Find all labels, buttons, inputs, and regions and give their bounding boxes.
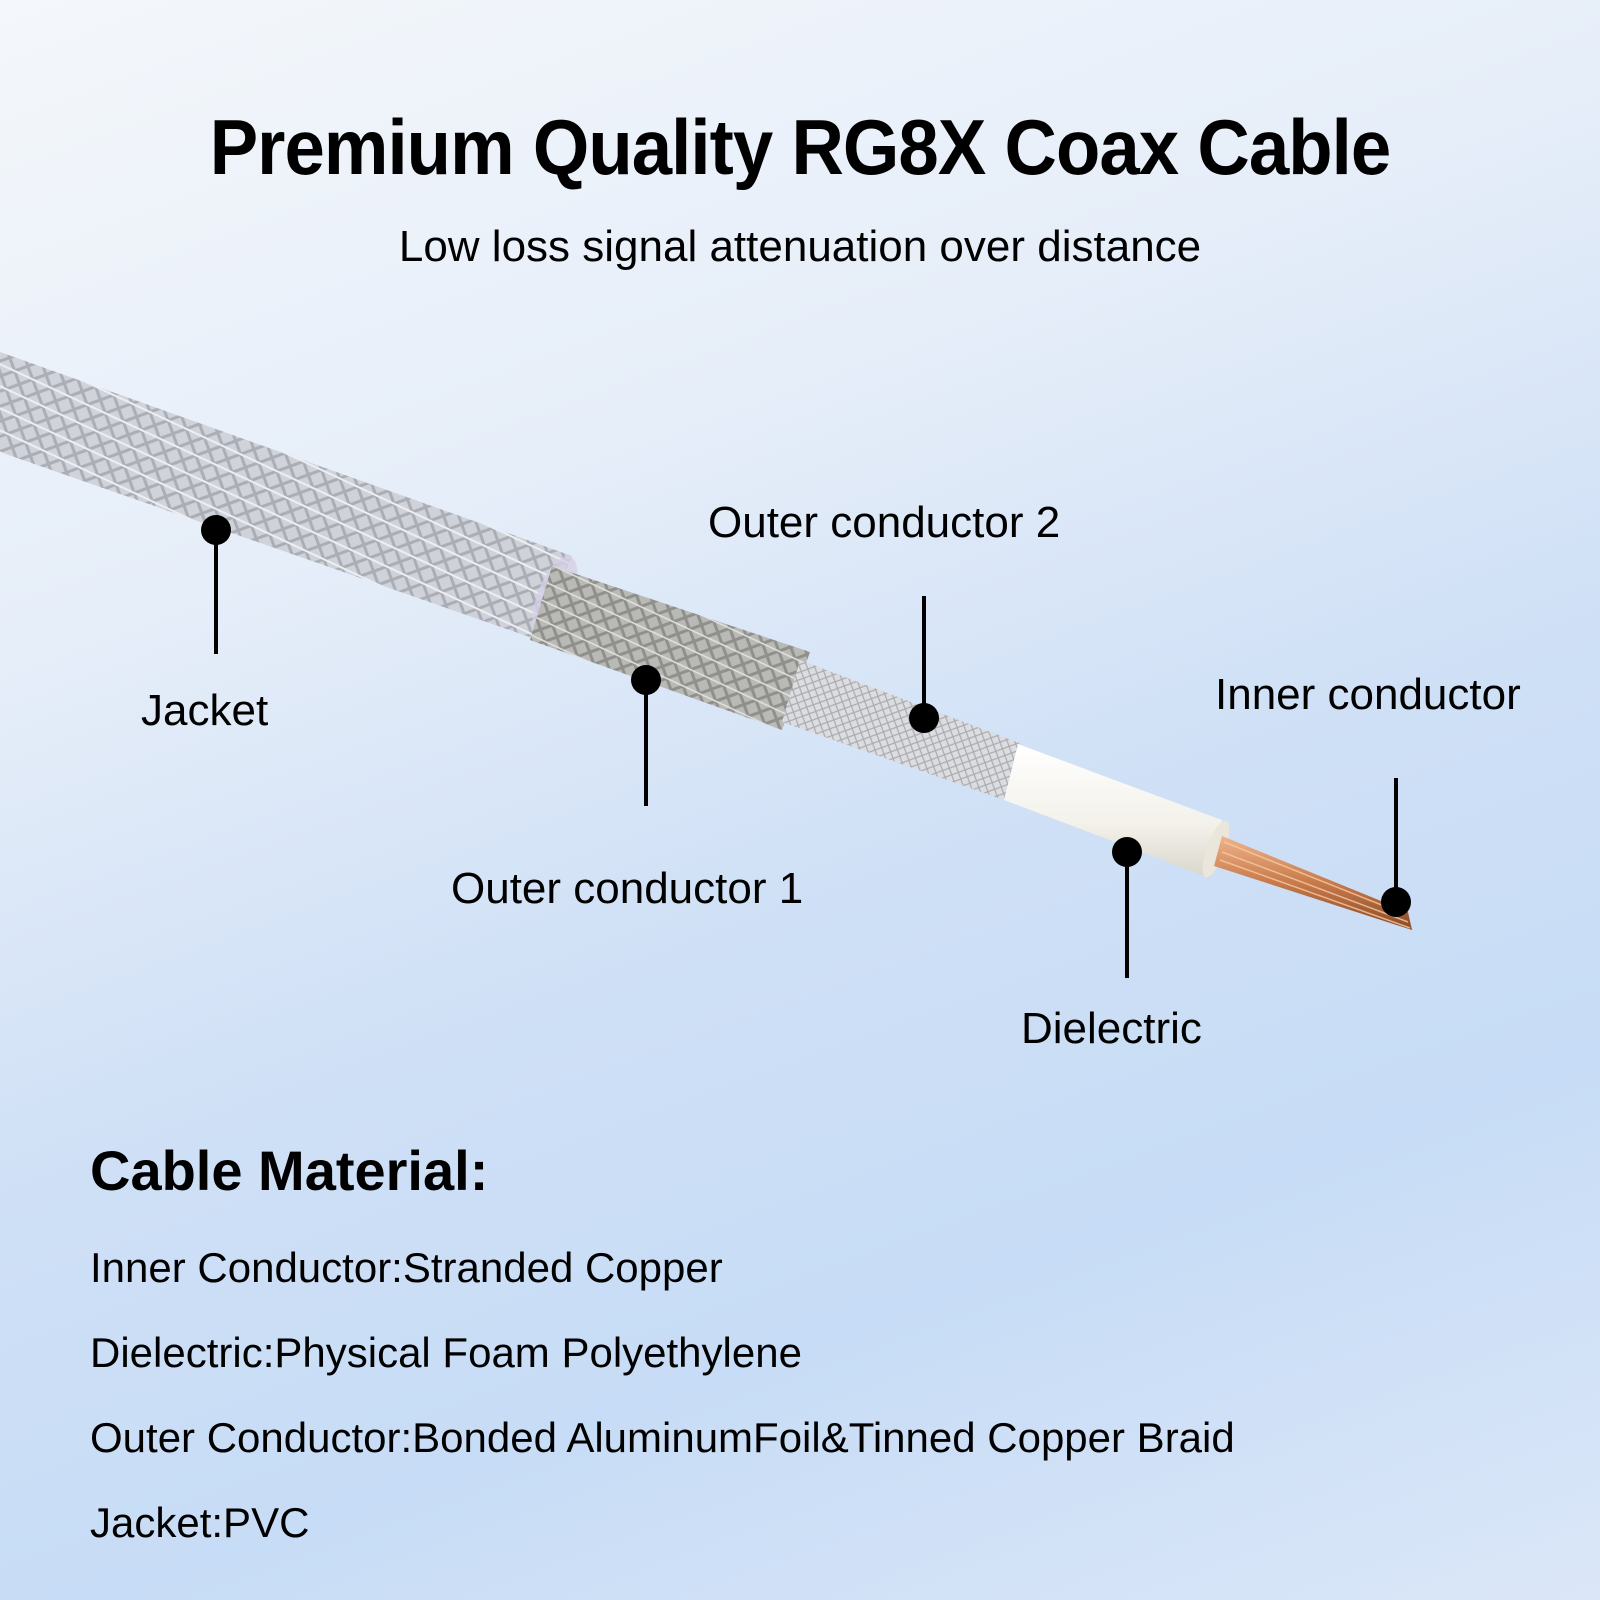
cable-braid — [530, 566, 810, 730]
material-line-jacket: Jacket:PVC — [90, 1499, 310, 1546]
cable-foil — [782, 660, 1022, 800]
cable-material-heading: Cable Material: — [90, 1139, 489, 1202]
cable-material-section: Cable Material: Inner Conductor:Stranded… — [90, 1138, 1235, 1565]
outer-conductor-2-callout-dot — [909, 703, 939, 733]
outer-conductor-2-label: Outer conductor 2 — [708, 498, 1061, 547]
material-line-dielectric: Dielectric:Physical Foam Polyethylene — [90, 1329, 802, 1376]
outer-conductor-1-label: Outer conductor 1 — [451, 864, 804, 913]
outer-conductor-1-callout-dot — [631, 665, 661, 695]
cable-jacket — [0, 352, 572, 640]
page-title: Premium Quality RG8X Coax Cable — [209, 103, 1391, 191]
inner-conductor-label: Inner conductor — [1215, 670, 1521, 719]
cable-dielectric — [1004, 744, 1222, 878]
jacket-label: Jacket — [141, 686, 269, 735]
material-line-outer-conductor: Outer Conductor:Bonded AluminumFoil&Tinn… — [90, 1414, 1235, 1461]
dielectric-end — [1202, 820, 1230, 878]
dielectric-label: Dielectric — [1021, 1004, 1202, 1053]
inner-conductor-callout-dot — [1381, 887, 1411, 917]
jacket-callout-dot — [201, 515, 231, 545]
material-line-inner-conductor: Inner Conductor:Stranded Copper — [90, 1244, 723, 1291]
dielectric-callout-dot — [1112, 837, 1142, 867]
page-subtitle: Low loss signal attenuation over distanc… — [398, 222, 1202, 271]
cable-inner-conductor — [1214, 836, 1412, 930]
